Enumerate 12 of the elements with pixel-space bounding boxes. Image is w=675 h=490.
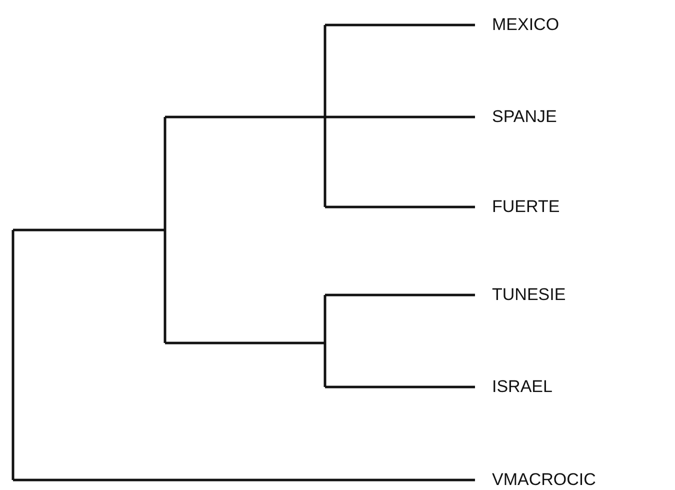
leaf-label: FUERTE xyxy=(492,197,560,217)
tree-branch xyxy=(165,116,475,118)
leaf-label: TUNESIE xyxy=(492,285,566,305)
leaf-label: MEXICO xyxy=(492,15,560,35)
tree-branch xyxy=(325,24,475,26)
tree-branch xyxy=(13,478,475,482)
tree-branch xyxy=(325,386,475,388)
leaf-label: ISRAEL xyxy=(492,377,552,397)
leaf-label: SPANJE xyxy=(492,107,557,127)
leaf-label: VMACROCIC xyxy=(492,470,596,490)
tree-branch xyxy=(325,206,475,208)
tree-branch xyxy=(325,294,475,296)
